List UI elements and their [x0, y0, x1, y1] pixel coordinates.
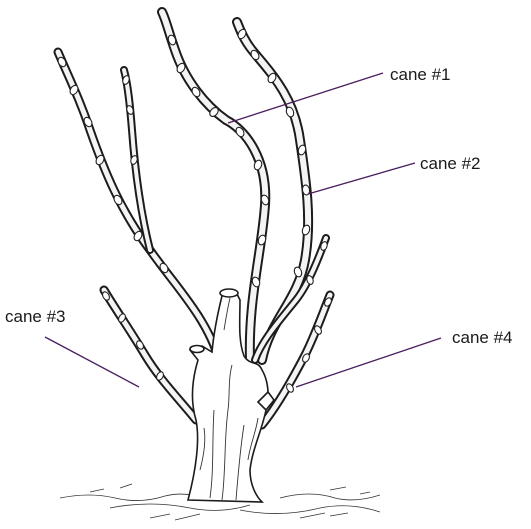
leader-line-cane-1	[228, 73, 383, 123]
canes-group	[58, 12, 330, 425]
leader-line-cane-3	[45, 337, 139, 387]
label-cane-1: cane #1	[390, 65, 451, 84]
leader-line-cane-4	[296, 338, 441, 387]
label-cane-3: cane #3	[5, 307, 66, 326]
leader-lines	[45, 73, 441, 387]
label-cane-4: cane #4	[452, 328, 513, 347]
leader-line-cane-2	[308, 163, 415, 194]
label-cane-2: cane #2	[420, 154, 481, 173]
